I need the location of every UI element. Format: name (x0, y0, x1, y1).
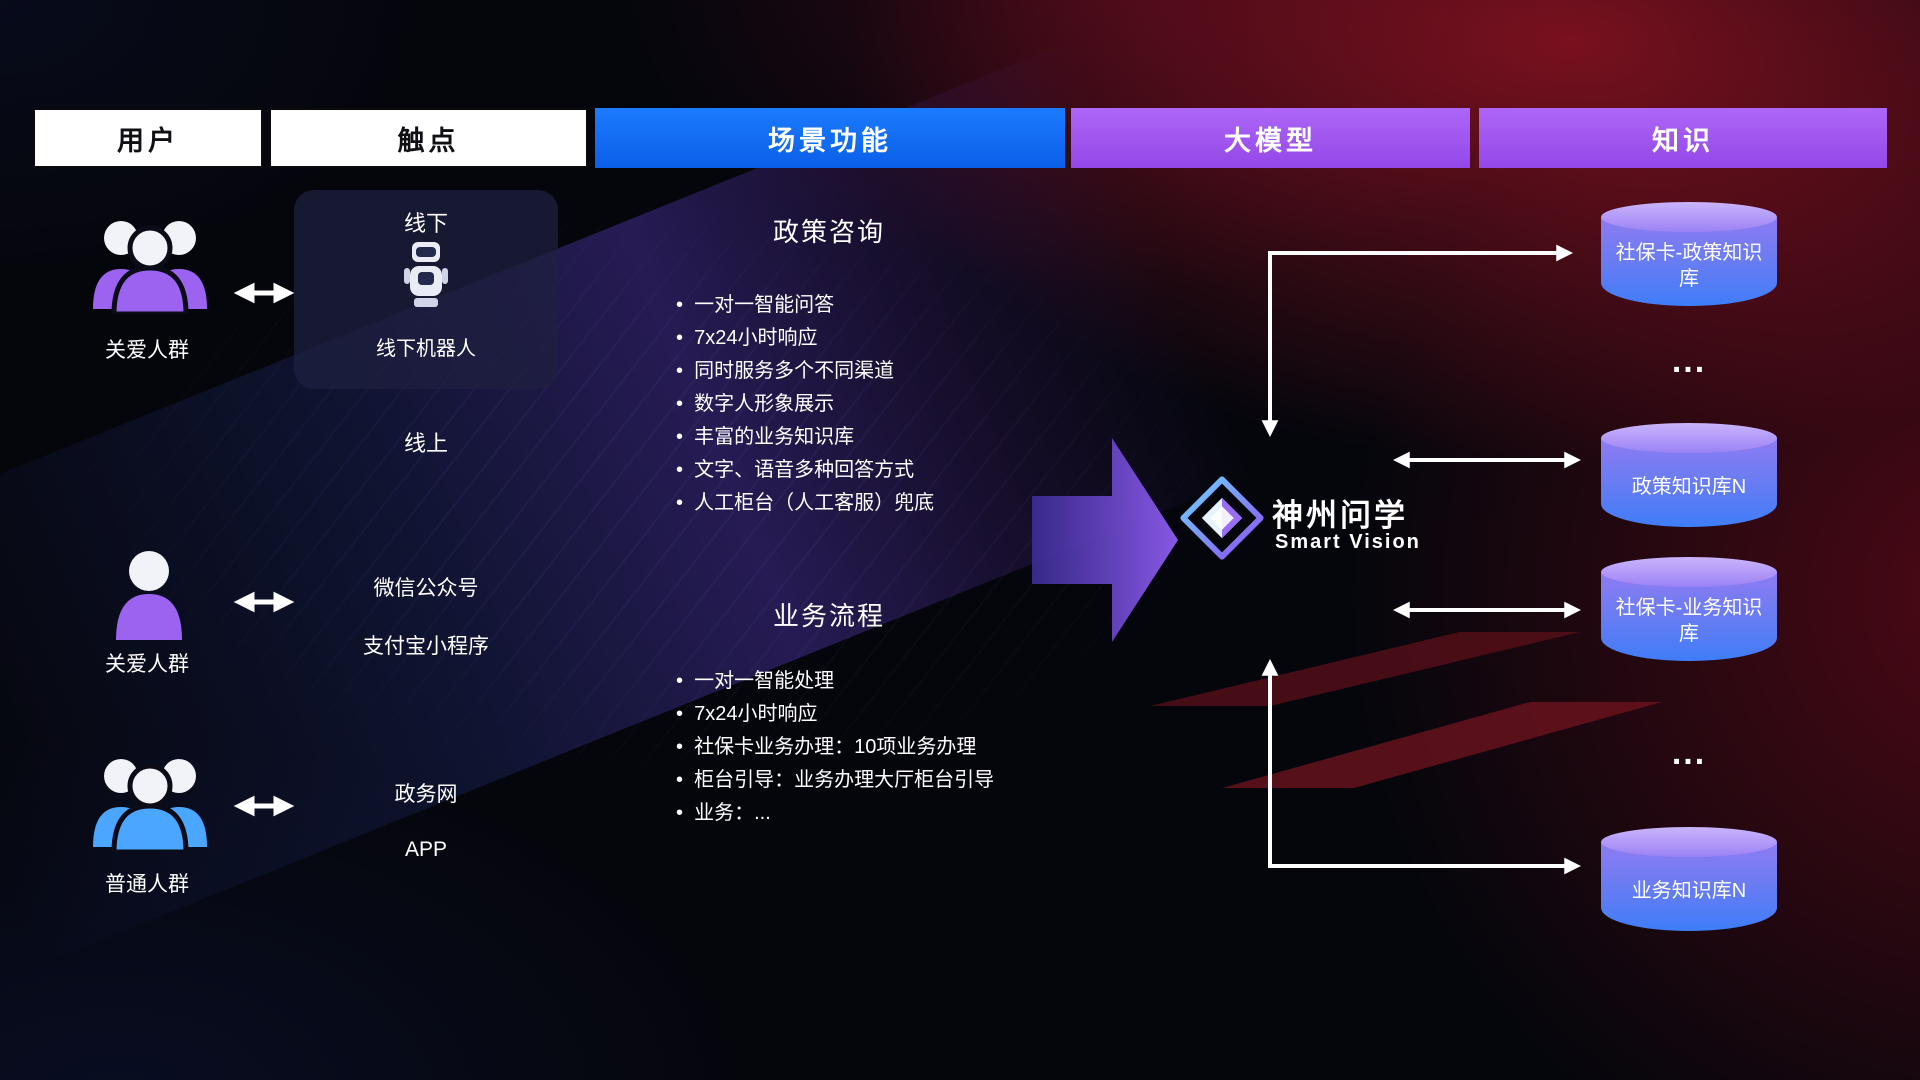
list-item: 丰富的业务知识库 (676, 421, 934, 454)
database-policy-n: 政策知识库N (1601, 423, 1777, 527)
flow-arrow-icon (1032, 438, 1178, 642)
header-col-knowledge-label: 知识 (1652, 125, 1714, 156)
channel-wechat: 微信公众号 (373, 577, 479, 600)
robot-icon (404, 242, 448, 307)
list-item: 一对一智能问答 (676, 289, 934, 322)
list-item: 文字、语音多种回答方式 (676, 454, 934, 487)
person-icon-purple (116, 551, 182, 640)
list-item: 社保卡业务办理：10项业务办理 (676, 731, 994, 764)
database-icon (1601, 423, 1777, 453)
list-item: 人工柜台（人工客服）兜底 (676, 487, 934, 520)
header-col-scenarios-label: 场景功能 (768, 125, 892, 156)
scenario-title-policy: 政策咨询 (772, 217, 885, 247)
channel-alipay: 支付宝小程序 (363, 635, 489, 658)
database-policy-sscard: 社保卡-政策知识库 (1601, 202, 1777, 306)
database-icon (1601, 557, 1777, 587)
list-item: 7x24小时响应 (676, 322, 934, 355)
database-label: 社保卡-业务知识库 (1615, 596, 1763, 645)
offline-title: 线下 (403, 211, 448, 236)
background-streak-lines (40, 170, 1290, 810)
header-col-scenarios: 场景功能 (595, 108, 1065, 168)
brand-diamond-icon (1180, 476, 1264, 560)
model-name: 神州问学 (1272, 498, 1408, 533)
list-item: 同时服务多个不同渠道 (676, 355, 934, 388)
list-item: 一对一智能处理 (676, 665, 994, 698)
model-subtitle: Smart Vision (1275, 531, 1421, 553)
database-label: 政策知识库N (1631, 475, 1747, 498)
scenario-title-business: 业务流程 (772, 601, 885, 631)
online-title: 线上 (403, 431, 448, 456)
ellipsis-policy: ... (1671, 342, 1707, 380)
group-users-icon-blue (93, 759, 207, 852)
header-col-users-label: 用户 (117, 125, 179, 156)
header-col-knowledge: 知识 (1479, 108, 1887, 168)
user-label-2: 关爱人群 (105, 653, 189, 676)
database-business-n: 业务知识库N (1601, 827, 1777, 931)
channel-gov-web: 政务网 (394, 783, 458, 806)
list-item: 7x24小时响应 (676, 698, 994, 731)
header-col-touchpoints: 触点 (269, 108, 588, 168)
header-col-llm: 大模型 (1071, 108, 1470, 168)
database-label: 社保卡-政策知识库 (1615, 241, 1763, 290)
database-icon (1601, 202, 1777, 232)
list-item: 业务：... (676, 797, 994, 830)
offline-robot-label: 线下机器人 (376, 338, 476, 360)
header-col-users: 用户 (33, 108, 263, 168)
policy-feature-list: 一对一智能问答 7x24小时响应 同时服务多个不同渠道 数字人形象展示 丰富的业… (676, 289, 934, 520)
user-label-3: 普通人群 (105, 873, 189, 896)
database-label: 业务知识库N (1631, 879, 1747, 902)
database-icon (1601, 827, 1777, 857)
ellipsis-business: ... (1671, 734, 1707, 772)
list-item: 柜台引导：业务办理大厅柜台引导 (676, 764, 994, 797)
header-col-llm-label: 大模型 (1224, 125, 1317, 156)
channel-app: APP (404, 838, 448, 861)
business-feature-list: 一对一智能处理 7x24小时响应 社保卡业务办理：10项业务办理 柜台引导：业务… (676, 665, 994, 830)
list-item: 数字人形象展示 (676, 388, 934, 421)
header-col-touchpoints-label: 触点 (397, 125, 460, 156)
group-users-icon-purple (93, 221, 207, 314)
database-business-sscard: 社保卡-业务知识库 (1601, 557, 1777, 661)
user-label-1: 关爱人群 (105, 339, 189, 362)
